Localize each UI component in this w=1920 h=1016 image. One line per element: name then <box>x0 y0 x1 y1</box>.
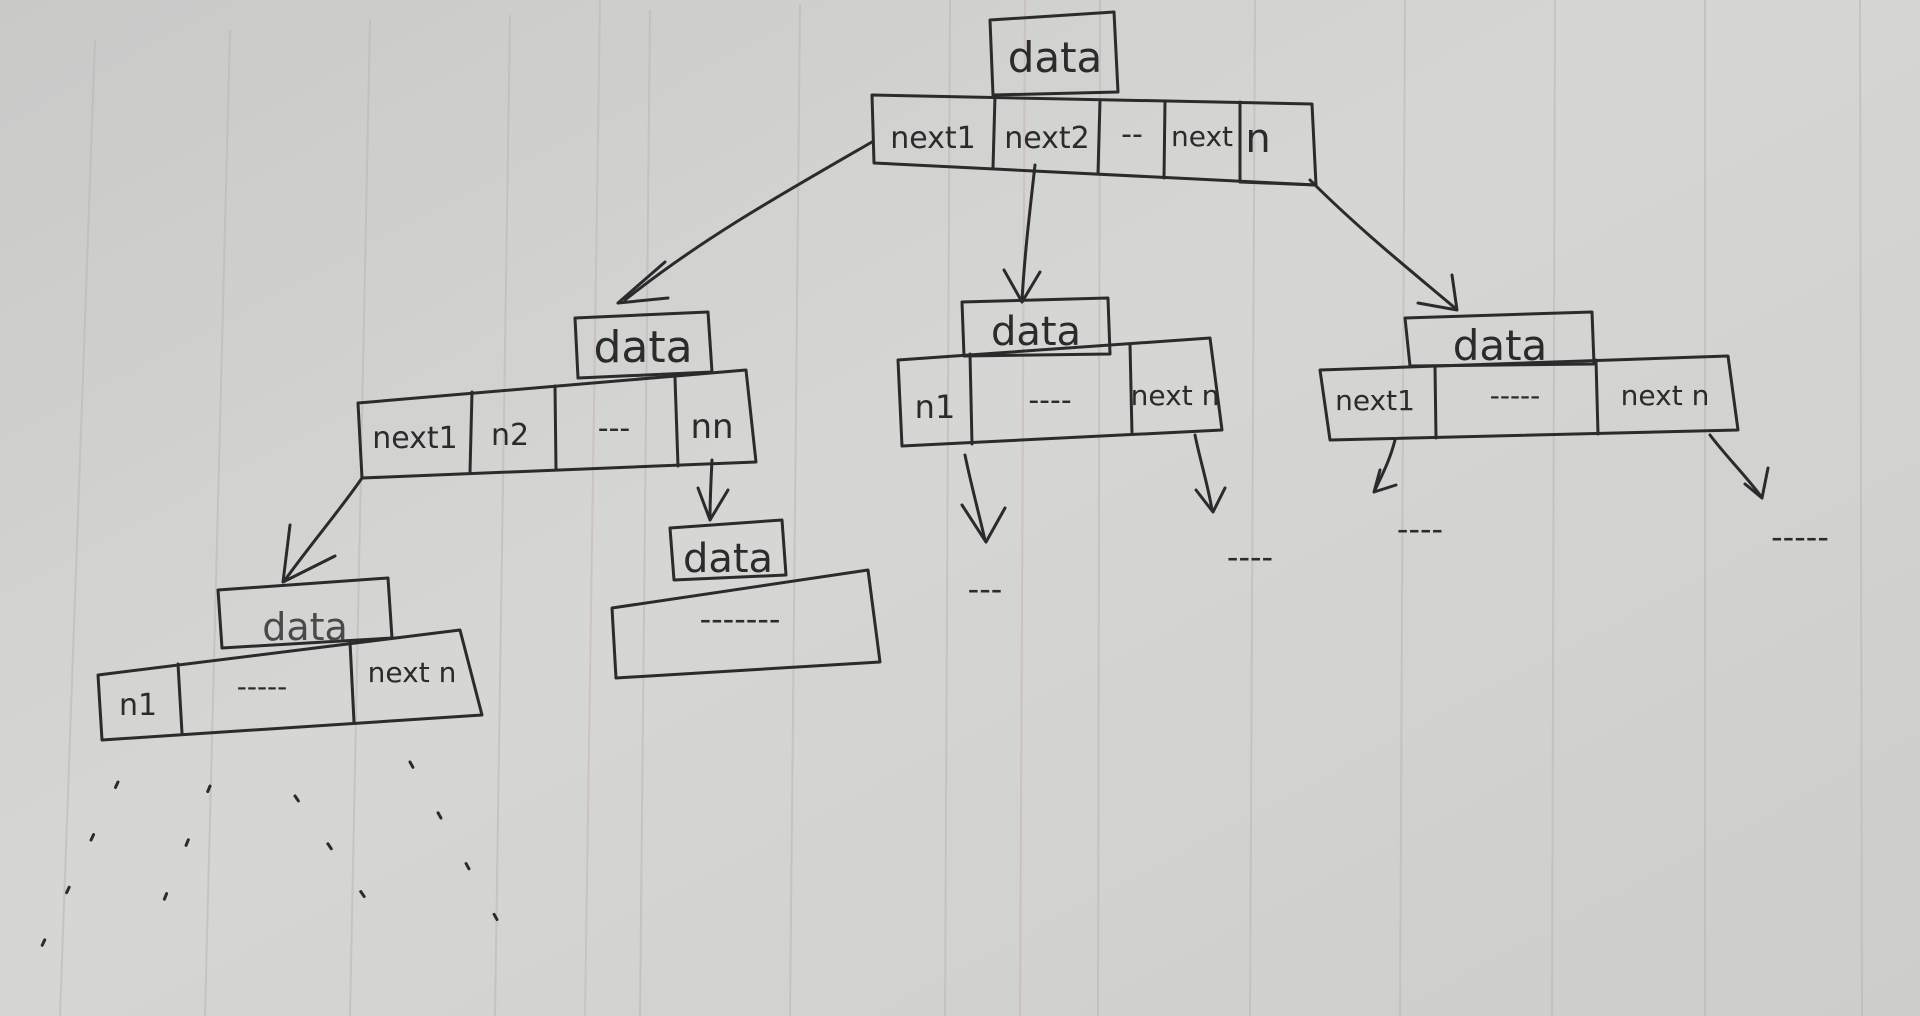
l1-middle-divider <box>968 352 974 446</box>
l2-middle-data-label: data <box>683 536 773 582</box>
root-data-label: data <box>1008 33 1103 82</box>
level1-right-node: data next1 ----- next n <box>1318 310 1740 442</box>
rule-line <box>1859 0 1863 1016</box>
root-arrows <box>616 140 1459 312</box>
continuation-dashes: ---- <box>1227 538 1273 576</box>
l2-left-divider <box>176 662 184 735</box>
l1-left-field-n2: n2 <box>491 418 529 453</box>
rule-line <box>1249 0 1256 1016</box>
l1-left-data-label: data <box>593 322 692 373</box>
rule-line <box>1399 0 1406 1016</box>
rule-line <box>1551 0 1556 1016</box>
root-field-next: next <box>1171 120 1233 153</box>
l2-left-field-n1: n1 <box>119 688 157 723</box>
level2-left-node: data n1 ----- next n <box>96 576 484 742</box>
arrowhead <box>281 523 337 584</box>
level1-middle-node: data n1 ---- next n <box>896 296 1224 448</box>
l2-left-fields-box <box>96 628 484 742</box>
root-node: data next1 next2 -- next n <box>870 10 1318 187</box>
rule-line <box>639 9 651 1016</box>
continuation-dashes: ---- <box>1397 510 1443 548</box>
arrow-root-to-right <box>1308 178 1457 310</box>
rule-line <box>59 39 96 1016</box>
continuation-dashes: --- <box>968 570 1003 608</box>
margin-line <box>584 0 601 1016</box>
l1-right-field-nextn: next n <box>1621 379 1710 412</box>
root-field-n: n <box>1245 116 1270 162</box>
l1-right-data-box <box>1403 310 1596 368</box>
l1-middle-data-box <box>960 296 1112 358</box>
rule-line <box>349 19 371 1016</box>
l1-left-field-ellipsis: --- <box>598 411 630 446</box>
l1-right-fields-box <box>1318 354 1740 442</box>
root-field-next1: next1 <box>890 121 976 156</box>
l2-left-divider <box>348 640 356 724</box>
rule-line <box>1097 0 1101 1016</box>
l1-right-field-next1: next1 <box>1335 384 1415 417</box>
l1-middle-divider <box>1128 342 1134 436</box>
arrow-root-to-middle <box>1020 163 1037 302</box>
root-field-next2: next2 <box>1004 121 1090 156</box>
arrowhead <box>696 486 730 522</box>
rule-line <box>204 29 231 1016</box>
l1-middle-field-nextn: next n <box>1131 379 1220 412</box>
l2-left-data-label: data <box>262 605 348 649</box>
rule-lines <box>59 0 1863 1016</box>
l2-left-field-ellipsis: ----- <box>237 670 288 703</box>
arrowhead <box>1372 468 1398 494</box>
arrow-l1middle-left <box>963 453 987 542</box>
root-divider <box>991 94 997 170</box>
arrow-l1middle-right <box>1193 433 1214 512</box>
level2-middle-node: data ------- <box>610 518 882 680</box>
l1-middle-fields-box <box>896 336 1224 448</box>
arrowhead <box>1002 268 1042 304</box>
l1-right-field-ellipsis: ----- <box>1490 379 1541 412</box>
l1-middle-field-n1: n1 <box>915 388 956 426</box>
l1-left-divider <box>553 384 558 472</box>
arrowhead <box>616 260 670 305</box>
root-field-ellipsis: -- <box>1121 117 1143 152</box>
l1-left-divider <box>468 390 474 474</box>
l1-right-divider <box>1594 358 1600 436</box>
l1-left-field-next1: next1 <box>372 421 458 456</box>
level1-arrows <box>281 433 1770 584</box>
continuation-marks: --- ---- ---- ----- <box>968 510 1829 608</box>
root-data-box <box>988 10 1120 97</box>
arrowhead <box>1416 273 1459 312</box>
arrowhead <box>1194 486 1227 514</box>
level1-left-node: data next1 n2 --- nn <box>356 310 758 480</box>
arrow-root-to-left <box>623 140 874 302</box>
root-divider <box>1238 180 1318 187</box>
l2-middle-data-box <box>668 518 788 582</box>
l1-left-fields-box <box>356 368 758 480</box>
ink-layer: data next1 next2 -- next n data <box>38 10 1829 952</box>
rule-line <box>494 14 511 1016</box>
arrow-l1left-to-child <box>283 476 364 582</box>
l1-right-divider <box>1433 364 1438 440</box>
root-divider <box>1162 99 1167 180</box>
l2-middle-field-ellipsis: ------- <box>700 600 781 638</box>
l2-left-field-nextn: next n <box>368 656 457 689</box>
root-divider <box>1096 98 1102 176</box>
l1-middle-field-ellipsis: ---- <box>1028 383 1071 418</box>
l1-left-divider <box>673 376 680 468</box>
arrowhead <box>960 503 1007 544</box>
arrowhead <box>1743 466 1770 500</box>
l2-middle-fields-box <box>610 568 882 680</box>
rule-line <box>789 4 801 1016</box>
l1-left-field-nn: nn <box>690 407 733 447</box>
arrow-l1right-right <box>1708 433 1762 497</box>
rule-line <box>944 0 951 1016</box>
continuation-dashes: ----- <box>1771 518 1829 556</box>
arrow-l1left-nn-to-child <box>708 458 714 520</box>
